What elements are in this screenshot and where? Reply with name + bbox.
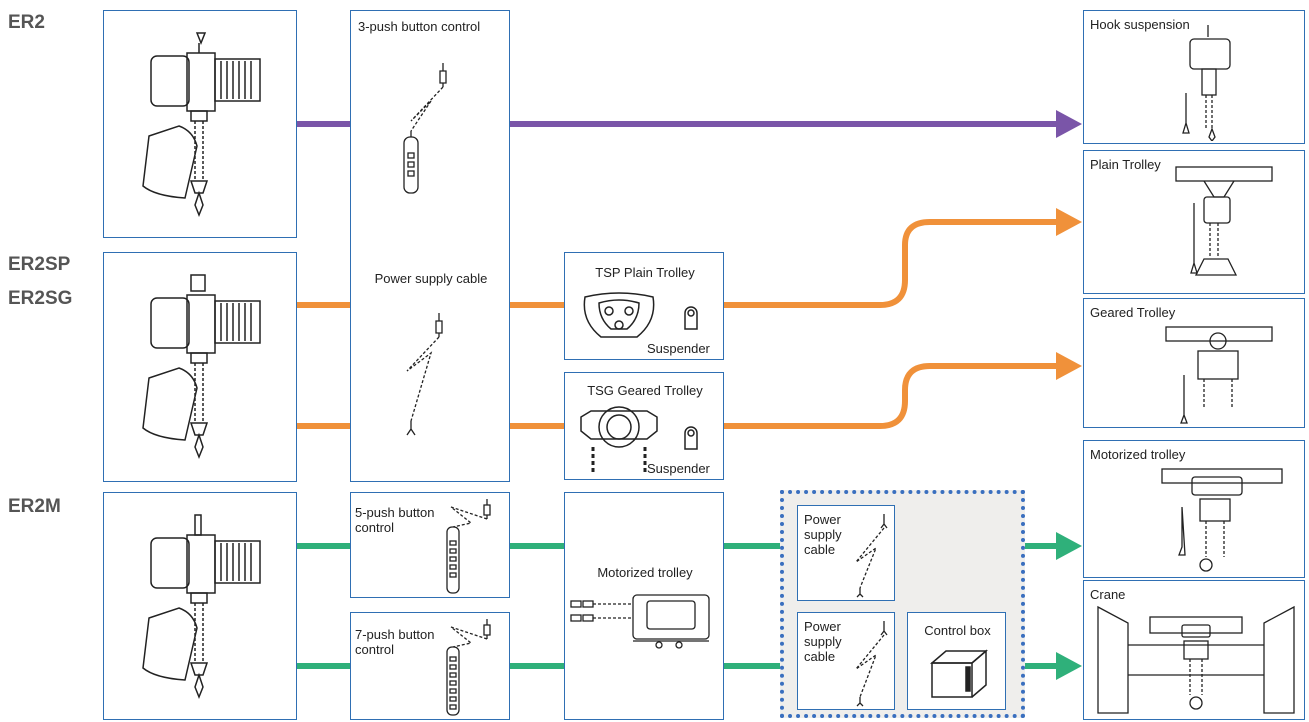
push3-label: 3-push button control bbox=[358, 19, 481, 34]
motorized-trolley-label: Motorized trolley bbox=[597, 565, 693, 580]
tsp-label: TSP Plain Trolley bbox=[595, 265, 695, 280]
power-cable-label: Power supply cable bbox=[374, 271, 488, 286]
geared-trolley-result-icon bbox=[1165, 326, 1273, 424]
model-label-er2sp: ER2SP bbox=[8, 254, 71, 275]
plain-trolley-icon bbox=[583, 292, 655, 338]
suspender-label-tsp: Suspender bbox=[647, 341, 710, 356]
push5-box: 5-push button control bbox=[350, 492, 510, 598]
hoist-box-er2 bbox=[103, 10, 297, 238]
power-cable-box-1: Power supply cable bbox=[797, 505, 895, 601]
power-cable-label-2: Power supply cable bbox=[804, 619, 842, 664]
tsg-trolley-box: TSG Geared Trolley Suspender bbox=[564, 372, 724, 480]
tsg-label: TSG Geared Trolley bbox=[587, 383, 703, 398]
hook-suspension-icon bbox=[1182, 25, 1231, 141]
control-box-label: Control box bbox=[924, 623, 991, 638]
motorized-result-label: Motorized trolley bbox=[1090, 447, 1186, 462]
push7-box: 7-push button control bbox=[350, 612, 510, 720]
hook-label: Hook suspension bbox=[1090, 17, 1190, 32]
model-label-er2: ER2 bbox=[8, 12, 45, 33]
plain-label: Plain Trolley bbox=[1090, 157, 1161, 172]
motorized-trolley-result-icon bbox=[1161, 468, 1283, 572]
power-cable-box-2: Power supply cable bbox=[797, 612, 895, 710]
push5-label: 5-push button control bbox=[355, 505, 435, 535]
crane-icon bbox=[1097, 605, 1295, 714]
suspender-icon bbox=[684, 306, 698, 330]
geared-label: Geared Trolley bbox=[1090, 305, 1176, 320]
plain-trolley-result-icon bbox=[1175, 166, 1273, 276]
hoist-icon bbox=[142, 274, 261, 460]
tsp-trolley-box: TSP Plain Trolley Suspender bbox=[564, 252, 724, 360]
control-box-icon bbox=[929, 649, 989, 698]
hoist-box-er2m bbox=[103, 492, 297, 720]
er2sg-connector bbox=[297, 352, 1082, 429]
suspender-icon bbox=[684, 426, 698, 450]
model-label-er2sg: ER2SG bbox=[8, 288, 73, 309]
result-hook-suspension: Hook suspension bbox=[1083, 10, 1305, 144]
control-cable-box: 3-push button control Power supply cable bbox=[350, 10, 510, 482]
result-geared-trolley: Geared Trolley bbox=[1083, 298, 1305, 428]
pendant-7-icon bbox=[446, 619, 491, 716]
crane-label: Crane bbox=[1090, 587, 1126, 602]
pendant-3-icon bbox=[403, 63, 447, 194]
motorized-trolley-box: Motorized trolley bbox=[564, 492, 724, 720]
arrow-head-motorized bbox=[1056, 532, 1082, 560]
push7-label: 7-push button control bbox=[355, 627, 435, 657]
geared-trolley-icon bbox=[580, 406, 658, 475]
hoist-icon bbox=[142, 514, 261, 700]
result-motorized-trolley: Motorized trolley bbox=[1083, 440, 1305, 578]
er2-connector bbox=[297, 110, 1082, 138]
power-cable-icon bbox=[855, 514, 888, 598]
hoist-box-er2sp-sg bbox=[103, 252, 297, 482]
result-plain-trolley: Plain Trolley bbox=[1083, 150, 1305, 294]
arrow-head-crane bbox=[1056, 652, 1082, 680]
pendant-5-icon bbox=[446, 499, 491, 594]
power-cable-icon bbox=[406, 313, 443, 436]
control-box-box: Control box bbox=[907, 612, 1006, 710]
suspender-label-tsg: Suspender bbox=[647, 461, 710, 476]
hoist-icon bbox=[142, 32, 261, 218]
arrow-head-hook bbox=[1056, 110, 1082, 138]
model-label-er2m: ER2M bbox=[8, 496, 61, 517]
motorized-trolley-icon bbox=[570, 594, 710, 649]
arrow-head-geared bbox=[1056, 352, 1082, 380]
result-crane: Crane bbox=[1083, 580, 1305, 720]
er2sp-connector bbox=[297, 208, 1082, 308]
power-cable-icon bbox=[855, 621, 888, 707]
arrow-head-plain bbox=[1056, 208, 1082, 236]
power-cable-label-1: Power supply cable bbox=[804, 512, 842, 557]
